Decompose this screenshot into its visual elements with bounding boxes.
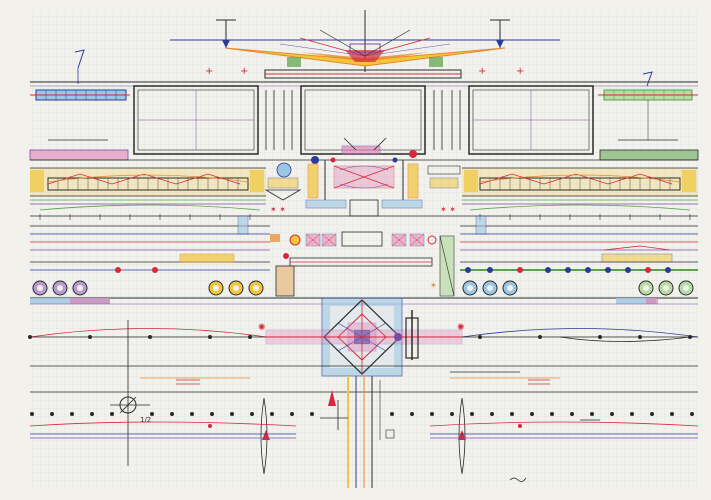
arc-dots — [28, 335, 692, 339]
long-arc-lines — [29, 328, 699, 342]
top-fan-structure: + + + + — [170, 10, 560, 79]
handwritten-seven-left — [74, 49, 85, 69]
dotted-row — [30, 412, 694, 428]
svg-text:1/2: 1/2 — [140, 416, 151, 424]
left-header-bar — [30, 89, 130, 101]
central-cluster — [307, 137, 419, 200]
artist-signature — [509, 477, 527, 482]
svg-text:✺: ✺ — [258, 323, 266, 333]
strip-row-1 — [29, 149, 699, 161]
middle-line-bundle — [30, 215, 698, 271]
bottom-long-lines — [29, 419, 699, 439]
central-bridge: ✶ — [270, 231, 455, 297]
svg-text:+: + — [478, 66, 486, 77]
right-truss-band — [462, 167, 698, 197]
svg-text:+: + — [205, 66, 213, 77]
side-pointer-lines — [48, 100, 678, 141]
svg-text:✶ ✶: ✶ ✶ — [270, 205, 286, 214]
left-wheel-group — [32, 280, 264, 296]
grid-sheet — [28, 10, 698, 488]
large-panel-left — [133, 85, 259, 155]
middle-dots — [115, 267, 671, 273]
central-shafts — [320, 376, 395, 488]
panel-side-bars — [265, 90, 461, 150]
large-panel-right — [468, 85, 594, 155]
left-truss-band — [30, 167, 266, 197]
target-crosshair: 1/2 — [110, 320, 151, 466]
svg-text:✶: ✶ — [430, 281, 437, 290]
lens-shapes — [260, 390, 466, 475]
right-header-bar — [598, 89, 698, 101]
right-wheel-group — [462, 280, 694, 296]
svg-text:+: + — [516, 66, 524, 77]
center-left-gadgets: ✶ ✶ ✶ ✶ — [264, 162, 461, 214]
svg-text:✶ ✶: ✶ ✶ — [440, 205, 456, 214]
svg-text:+: + — [240, 66, 248, 77]
central-beam: ✺ ✺ — [258, 310, 465, 360]
thin-colored-lines-1 — [30, 199, 698, 217]
svg-text:✺: ✺ — [457, 323, 465, 333]
handwritten-seven-right — [642, 71, 653, 87]
